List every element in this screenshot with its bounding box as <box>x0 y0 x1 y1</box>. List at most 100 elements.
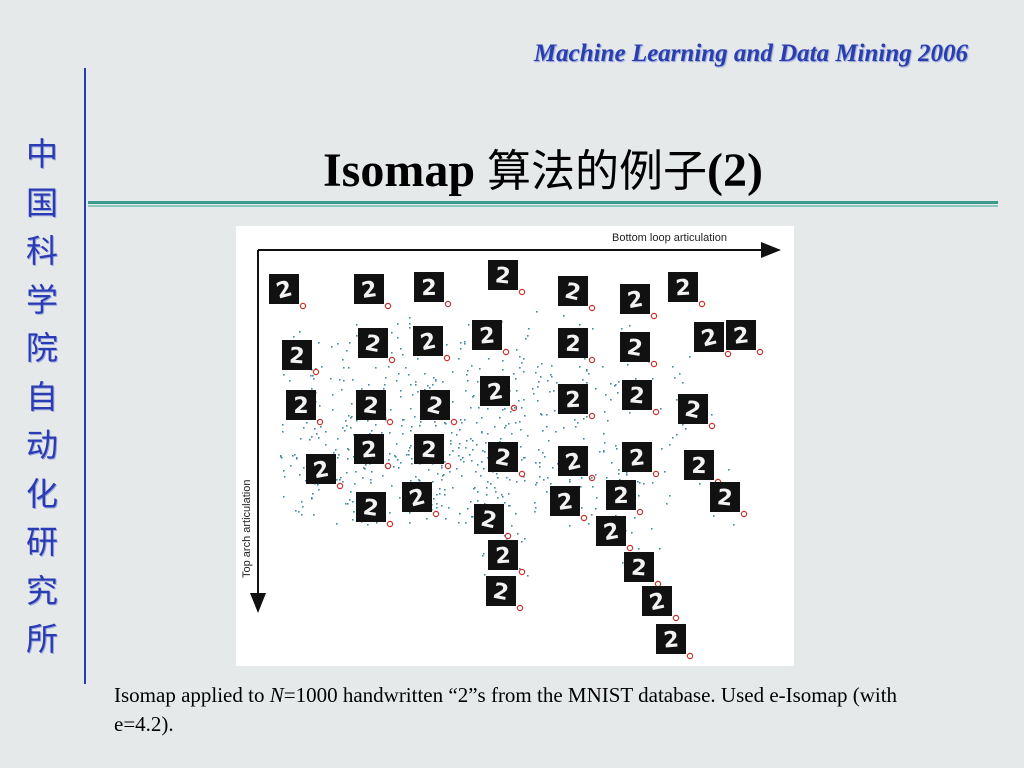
embedding-point <box>316 433 318 435</box>
embedding-point <box>616 448 618 450</box>
embedding-point <box>669 444 671 446</box>
digit-marker <box>444 462 452 470</box>
digit-thumbnail-frame <box>488 540 518 570</box>
embedding-point <box>622 562 624 564</box>
embedding-point <box>371 430 373 432</box>
embedding-point <box>483 468 485 470</box>
embedding-point <box>474 487 476 489</box>
embedding-point <box>417 358 419 360</box>
embedding-point <box>363 467 365 469</box>
embedding-point <box>452 371 454 373</box>
embedding-point <box>614 385 616 387</box>
embedding-point <box>535 484 537 486</box>
embedding-point <box>496 473 498 475</box>
embedding-point <box>400 390 402 392</box>
embedding-point <box>401 425 403 427</box>
embedding-point <box>335 449 337 451</box>
embedding-point <box>682 424 684 426</box>
embedding-point <box>456 434 458 436</box>
embedding-point <box>626 472 628 474</box>
embedding-point <box>618 381 620 383</box>
embedding-point <box>637 481 639 483</box>
embedding-point <box>490 483 492 485</box>
digit-marker <box>672 614 680 622</box>
embedding-point <box>468 324 470 326</box>
digit-thumbnail: 2 <box>656 624 694 660</box>
embedding-point <box>362 477 364 479</box>
embedding-point <box>361 388 363 390</box>
digit-glyph: 2 <box>556 489 575 516</box>
embedding-point <box>591 514 593 516</box>
embedding-point <box>542 452 544 454</box>
embedding-point <box>400 396 402 398</box>
digit-thumbnail: 2 <box>710 482 748 518</box>
embedding-point <box>618 473 620 475</box>
embedding-point <box>523 399 525 401</box>
embedding-point <box>510 411 512 413</box>
embedding-point <box>464 341 466 343</box>
embedding-point <box>652 482 654 484</box>
embedding-point <box>504 408 506 410</box>
digit-thumbnail: 2 <box>306 454 344 490</box>
embedding-point <box>604 411 606 413</box>
digit-marker <box>588 304 596 312</box>
embedding-point <box>471 516 473 518</box>
embedding-point <box>331 346 333 348</box>
embedding-point <box>450 443 452 445</box>
embedding-point <box>449 454 451 456</box>
embedding-point <box>436 503 438 505</box>
title-prefix: Isomap <box>322 144 488 197</box>
embedding-point <box>504 427 506 429</box>
digit-thumbnail: 2 <box>558 446 596 482</box>
embedding-point <box>484 451 486 453</box>
embedding-point <box>547 477 549 479</box>
digit-glyph: 2 <box>563 449 584 477</box>
embedding-point <box>436 507 438 509</box>
embedding-point <box>280 456 282 458</box>
embedding-point <box>456 468 458 470</box>
embedding-point <box>388 459 390 461</box>
embedding-point <box>393 466 395 468</box>
embedding-point <box>466 440 468 442</box>
embedding-point <box>586 370 588 372</box>
embedding-point <box>441 479 443 481</box>
embedding-point <box>478 407 480 409</box>
embedding-point <box>486 487 488 489</box>
embedding-point <box>466 374 468 376</box>
embedding-point <box>312 375 314 377</box>
embedding-point <box>504 502 506 504</box>
embedding-point <box>470 501 472 503</box>
digit-thumbnail-frame <box>642 586 672 616</box>
embedding-point <box>460 459 462 461</box>
digit-thumbnail-frame <box>656 624 686 654</box>
embedding-point <box>479 368 481 370</box>
embedding-point <box>337 438 339 440</box>
embedding-point <box>396 380 398 382</box>
digit-glyph: 2 <box>293 394 308 419</box>
embedding-point <box>458 522 460 524</box>
embedding-point <box>517 533 519 535</box>
digit-thumbnail-frame <box>726 320 756 350</box>
embedding-point <box>415 381 417 383</box>
embedding-point <box>604 442 606 444</box>
institute-char: 研 <box>25 523 58 561</box>
embedding-point <box>282 431 284 433</box>
embedding-point <box>318 489 320 491</box>
embedding-point <box>672 437 674 439</box>
embedding-point <box>539 462 541 464</box>
embedding-point <box>459 443 461 445</box>
embedding-point <box>462 457 464 459</box>
embedding-point <box>435 379 437 381</box>
embedding-point <box>501 494 503 496</box>
embedding-point <box>506 477 508 479</box>
embedding-point <box>397 459 399 461</box>
digit-thumbnail: 2 <box>356 390 394 426</box>
embedding-point <box>525 338 527 340</box>
embedding-point <box>685 428 687 430</box>
embedding-point <box>417 391 419 393</box>
embedding-point <box>391 352 393 354</box>
embedding-point <box>428 469 430 471</box>
embedding-point <box>569 481 571 483</box>
embedding-point <box>519 421 521 423</box>
digit-thumbnail: 2 <box>558 384 596 420</box>
